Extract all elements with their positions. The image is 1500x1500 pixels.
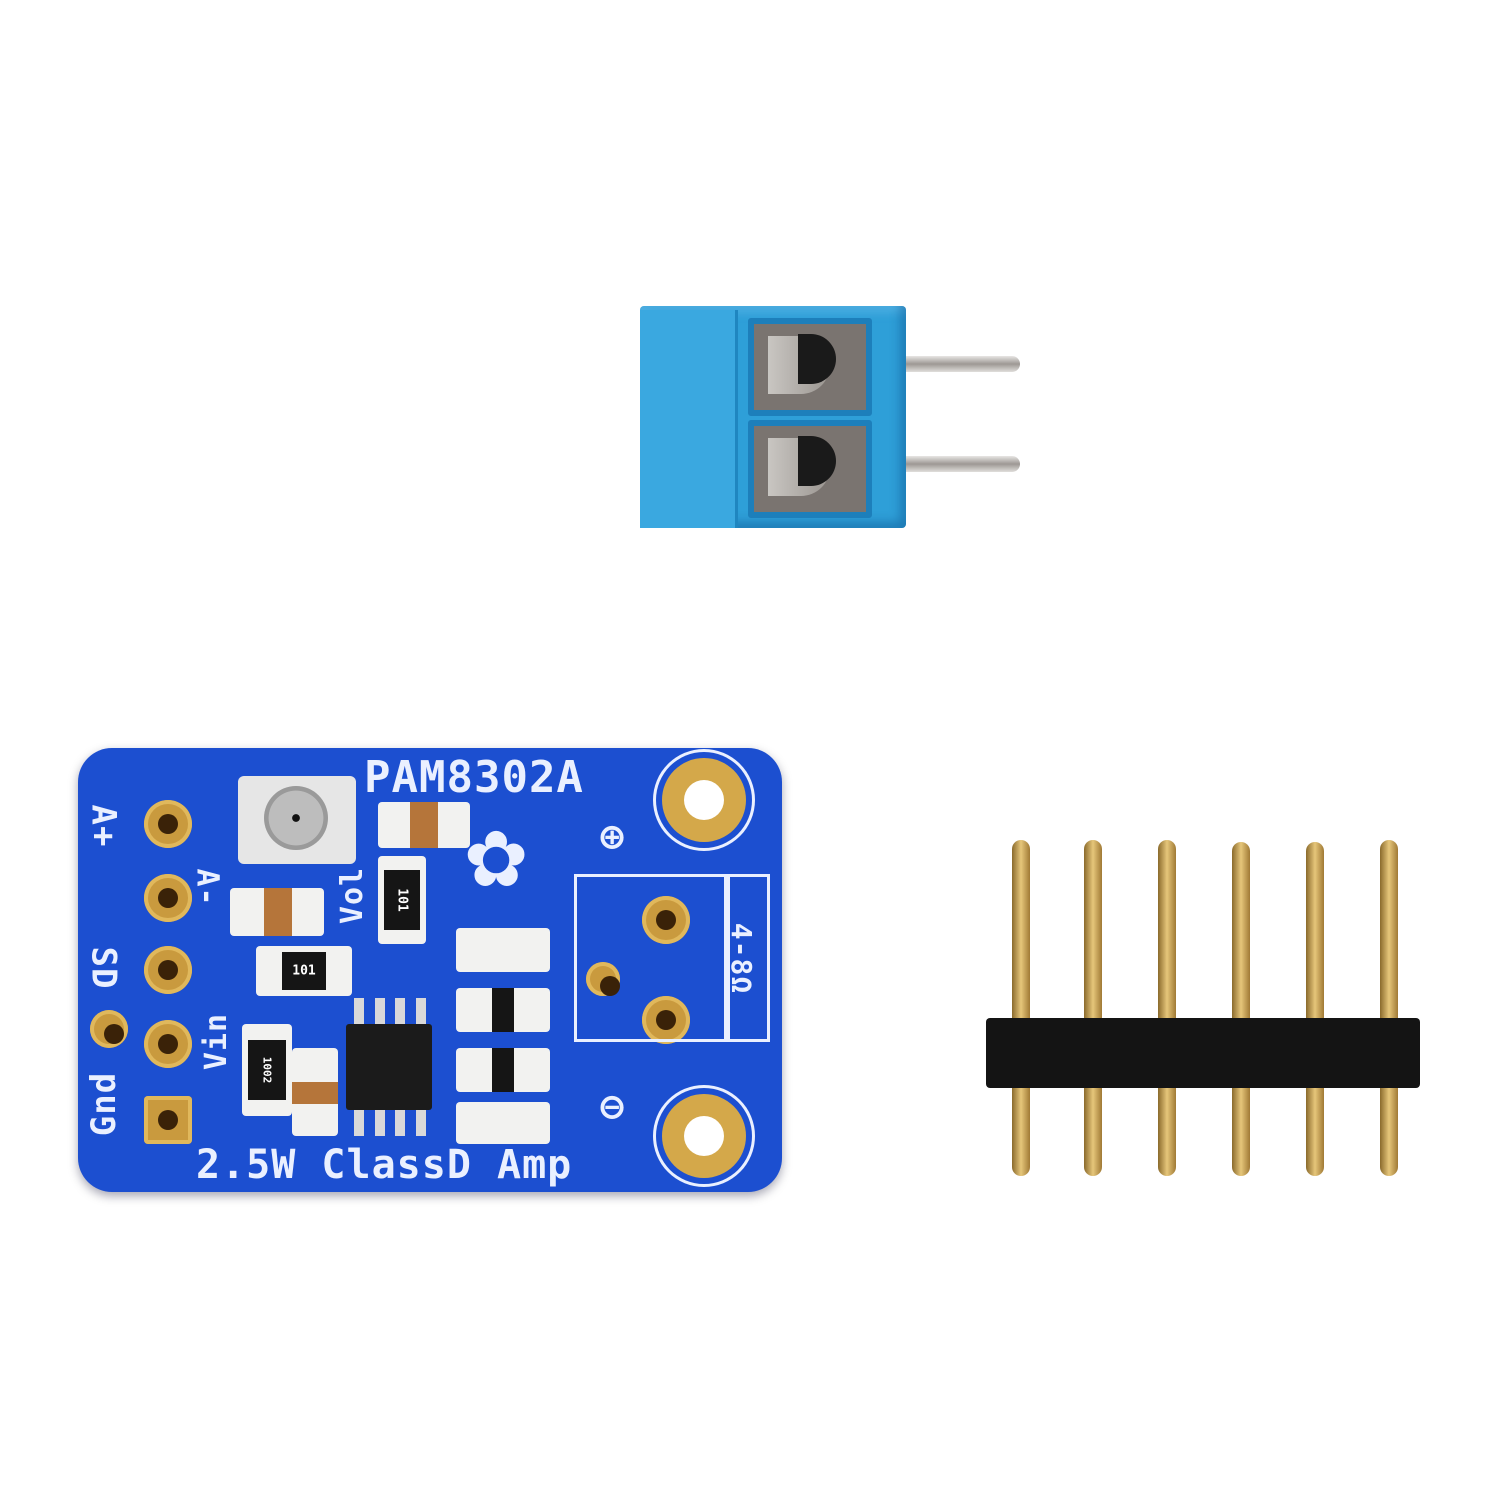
terminal-block-side bbox=[640, 310, 738, 528]
speaker-outline bbox=[574, 874, 730, 1042]
pin-label-gnd: Gnd bbox=[84, 1071, 125, 1137]
pam8302a-chip bbox=[346, 1024, 432, 1110]
ic-legs-bottom bbox=[354, 1110, 426, 1136]
impedance-outline bbox=[724, 874, 770, 1042]
pin-label-a-plus: A+ bbox=[83, 804, 124, 848]
pad-a-minus bbox=[144, 874, 192, 922]
header-pin-4 bbox=[1232, 842, 1250, 1176]
test-pad bbox=[90, 1010, 128, 1048]
ic-legs-top bbox=[354, 998, 426, 1024]
flower-star-logo-icon: ✿ bbox=[466, 793, 528, 910]
pad-vin bbox=[144, 1020, 192, 1068]
pad-speaker-plus bbox=[642, 896, 690, 944]
ferrite-1 bbox=[456, 988, 550, 1032]
mount-hole-top bbox=[662, 758, 746, 842]
header-pin-5 bbox=[1306, 842, 1324, 1176]
header-pin-3 bbox=[1158, 840, 1176, 1176]
pin-label-vin: Vin bbox=[199, 1012, 235, 1071]
mount-hole-bottom bbox=[662, 1094, 746, 1178]
via-pad bbox=[586, 962, 620, 996]
capacitor-2 bbox=[230, 888, 324, 936]
plus-symbol: ⊕ bbox=[600, 814, 626, 860]
pot-label-vol: Vol bbox=[335, 866, 371, 925]
amplifier-pcb: PAM8302A 2.5W ClassD Amp A+ A- SD Vin Gn… bbox=[78, 748, 782, 1192]
pin-label-sd: SD bbox=[83, 946, 124, 990]
capacitor-5 bbox=[456, 1102, 550, 1144]
chip-title: PAM8302A bbox=[364, 752, 584, 803]
terminal-slot-2 bbox=[748, 420, 872, 518]
header-pin-1 bbox=[1012, 840, 1030, 1176]
minus-symbol: ⊖ bbox=[600, 1084, 626, 1130]
capacitor-1 bbox=[378, 802, 470, 848]
capacitor-4 bbox=[456, 928, 550, 972]
pad-gnd bbox=[144, 1096, 192, 1144]
capacitor-3 bbox=[292, 1048, 338, 1136]
pad-a-plus bbox=[144, 800, 192, 848]
pad-speaker-minus bbox=[642, 996, 690, 1044]
terminal-slot-1 bbox=[748, 318, 872, 416]
resistor-1002: 1002 bbox=[242, 1024, 292, 1116]
board-subtitle: 2.5W ClassD Amp bbox=[196, 1142, 573, 1188]
terminal-pin-1 bbox=[906, 356, 1020, 372]
pin-label-a-minus: A- bbox=[189, 868, 225, 907]
header-plastic-bar bbox=[986, 1018, 1420, 1088]
header-pin-2 bbox=[1084, 840, 1102, 1176]
volume-potentiometer bbox=[238, 776, 356, 864]
pad-sd bbox=[144, 946, 192, 994]
resistor-101-vertical: 101 bbox=[378, 856, 426, 944]
resistor-101-horizontal: 101 bbox=[256, 946, 352, 996]
header-pin-6 bbox=[1380, 840, 1398, 1176]
terminal-pin-2 bbox=[906, 456, 1020, 472]
ferrite-2 bbox=[456, 1048, 550, 1092]
